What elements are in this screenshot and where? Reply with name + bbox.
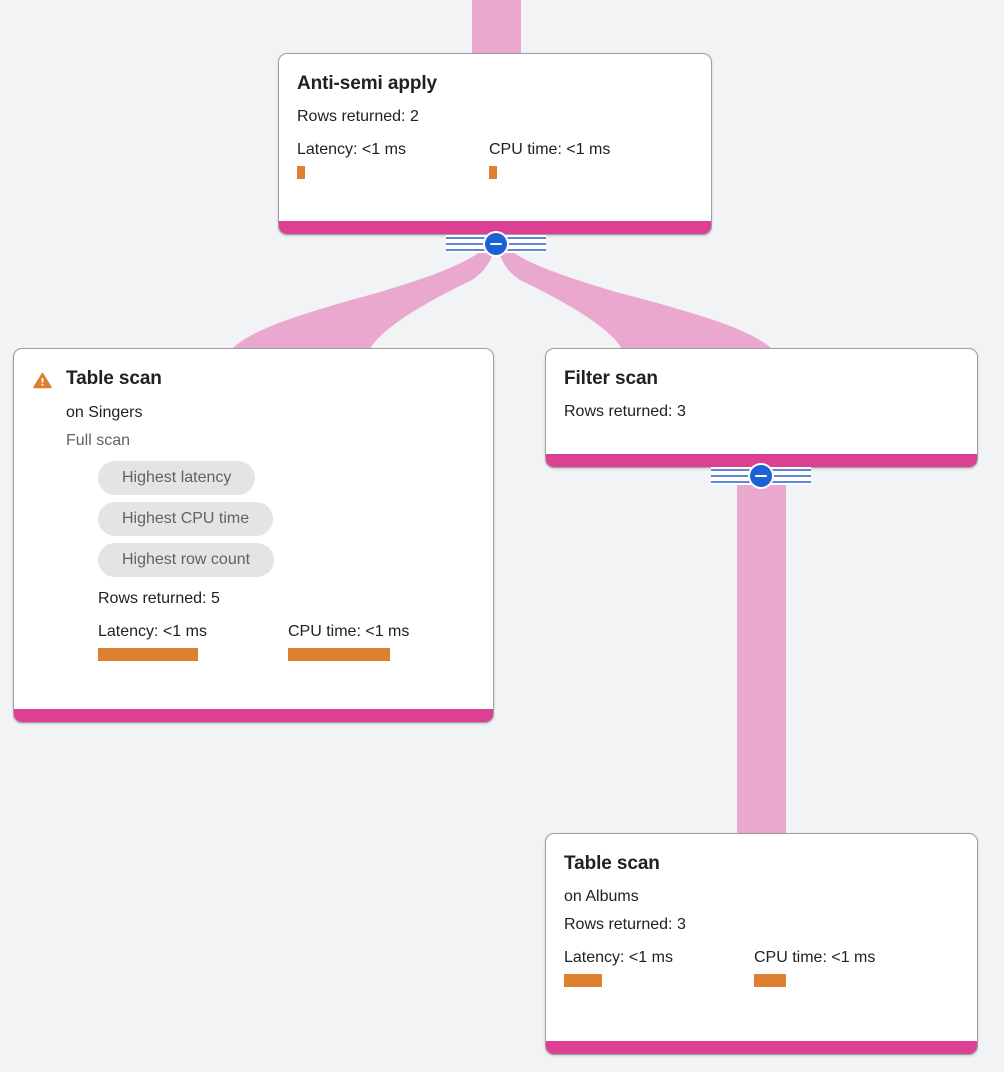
node-footer-bar	[546, 1041, 977, 1054]
node-footer-bar	[546, 454, 977, 467]
rows-returned: Rows returned: 2	[297, 108, 419, 125]
node-footer-bar	[14, 709, 493, 722]
metric-cpu-time: CPU time: <1 ms	[288, 622, 409, 661]
metric-cpu-time: CPU time: <1 ms	[754, 948, 875, 987]
metric-latency: Latency: <1 ms	[98, 622, 288, 661]
rows-returned: Rows returned: 3	[564, 403, 686, 420]
edge-root-to-filter-scan	[497, 244, 772, 349]
node-title-row: Anti-semi apply	[297, 72, 693, 96]
metric-latency: Latency: <1 ms	[297, 140, 489, 179]
node-body: Anti-semi apply Rows returned: 2 Latency…	[279, 54, 711, 189]
node-anti-semi-apply[interactable]: Anti-semi apply Rows returned: 2 Latency…	[278, 53, 712, 235]
node-body: Table scan on Singers Full scan Highest …	[14, 349, 493, 671]
metric-cpu-time-bar	[754, 974, 786, 987]
node-subtitle: on Albums	[564, 888, 639, 905]
node-title: Table scan	[66, 368, 162, 389]
rows-returned: Rows returned: 5	[98, 590, 220, 607]
chip-highest-latency: Highest latency	[98, 461, 256, 495]
toggle-filter-scan[interactable]	[711, 463, 811, 489]
node-metrics: Latency: <1 ms CPU time: <1 ms	[98, 622, 475, 661]
node-title-row: Filter scan	[564, 367, 959, 391]
edge-root-to-table-scan-singers	[232, 244, 496, 349]
node-subtitle: on Singers	[66, 404, 143, 421]
metric-latency-bar	[297, 166, 305, 179]
metric-cpu-time-label: CPU time: <1 ms	[754, 949, 876, 966]
node-metrics: Latency: <1 ms CPU time: <1 ms	[564, 948, 959, 987]
node-title: Filter scan	[564, 368, 658, 389]
toggle-anti-semi-apply[interactable]	[446, 231, 546, 257]
node-metrics: Latency: <1 ms CPU time: <1 ms	[297, 140, 693, 179]
metric-cpu-time-label: CPU time: <1 ms	[489, 141, 611, 158]
node-filter-scan[interactable]: Filter scan Rows returned: 3	[545, 348, 978, 468]
metric-latency-label: Latency: <1 ms	[98, 623, 207, 640]
metric-latency-bar	[98, 648, 198, 661]
rows-returned: Rows returned: 3	[564, 916, 686, 933]
node-chips: Highest latency Highest CPU time Highest…	[98, 461, 475, 577]
warning-triangle-icon	[33, 372, 52, 389]
edge-root-inflow	[472, 0, 521, 56]
edge-filter-scan-to-table-scan-albums	[737, 466, 786, 836]
chip-highest-row-count: Highest row count	[98, 543, 275, 577]
collapse-minus-icon[interactable]	[748, 463, 774, 489]
node-title: Table scan	[564, 853, 660, 874]
node-title-row: Table scan	[564, 852, 959, 876]
metric-cpu-time-label: CPU time: <1 ms	[288, 623, 410, 640]
node-table-scan-singers[interactable]: Table scan on Singers Full scan Highest …	[13, 348, 494, 723]
node-footer-bar	[279, 221, 711, 234]
node-body: Filter scan Rows returned: 3	[546, 349, 977, 433]
node-body: Table scan on Albums Rows returned: 3 La…	[546, 834, 977, 997]
node-title: Anti-semi apply	[297, 73, 437, 94]
metric-cpu-time: CPU time: <1 ms	[489, 140, 610, 179]
collapse-minus-icon[interactable]	[483, 231, 509, 257]
node-subnote: Full scan	[66, 432, 131, 449]
metric-latency-label: Latency: <1 ms	[564, 949, 673, 966]
chip-highest-cpu-time: Highest CPU time	[98, 502, 274, 536]
metric-cpu-time-bar	[489, 166, 497, 179]
metric-latency: Latency: <1 ms	[564, 948, 754, 987]
metric-latency-label: Latency: <1 ms	[297, 141, 406, 158]
node-table-scan-albums[interactable]: Table scan on Albums Rows returned: 3 La…	[545, 833, 978, 1055]
node-title-row: Table scan	[32, 367, 475, 391]
metric-cpu-time-bar	[288, 648, 390, 661]
metric-latency-bar	[564, 974, 602, 987]
